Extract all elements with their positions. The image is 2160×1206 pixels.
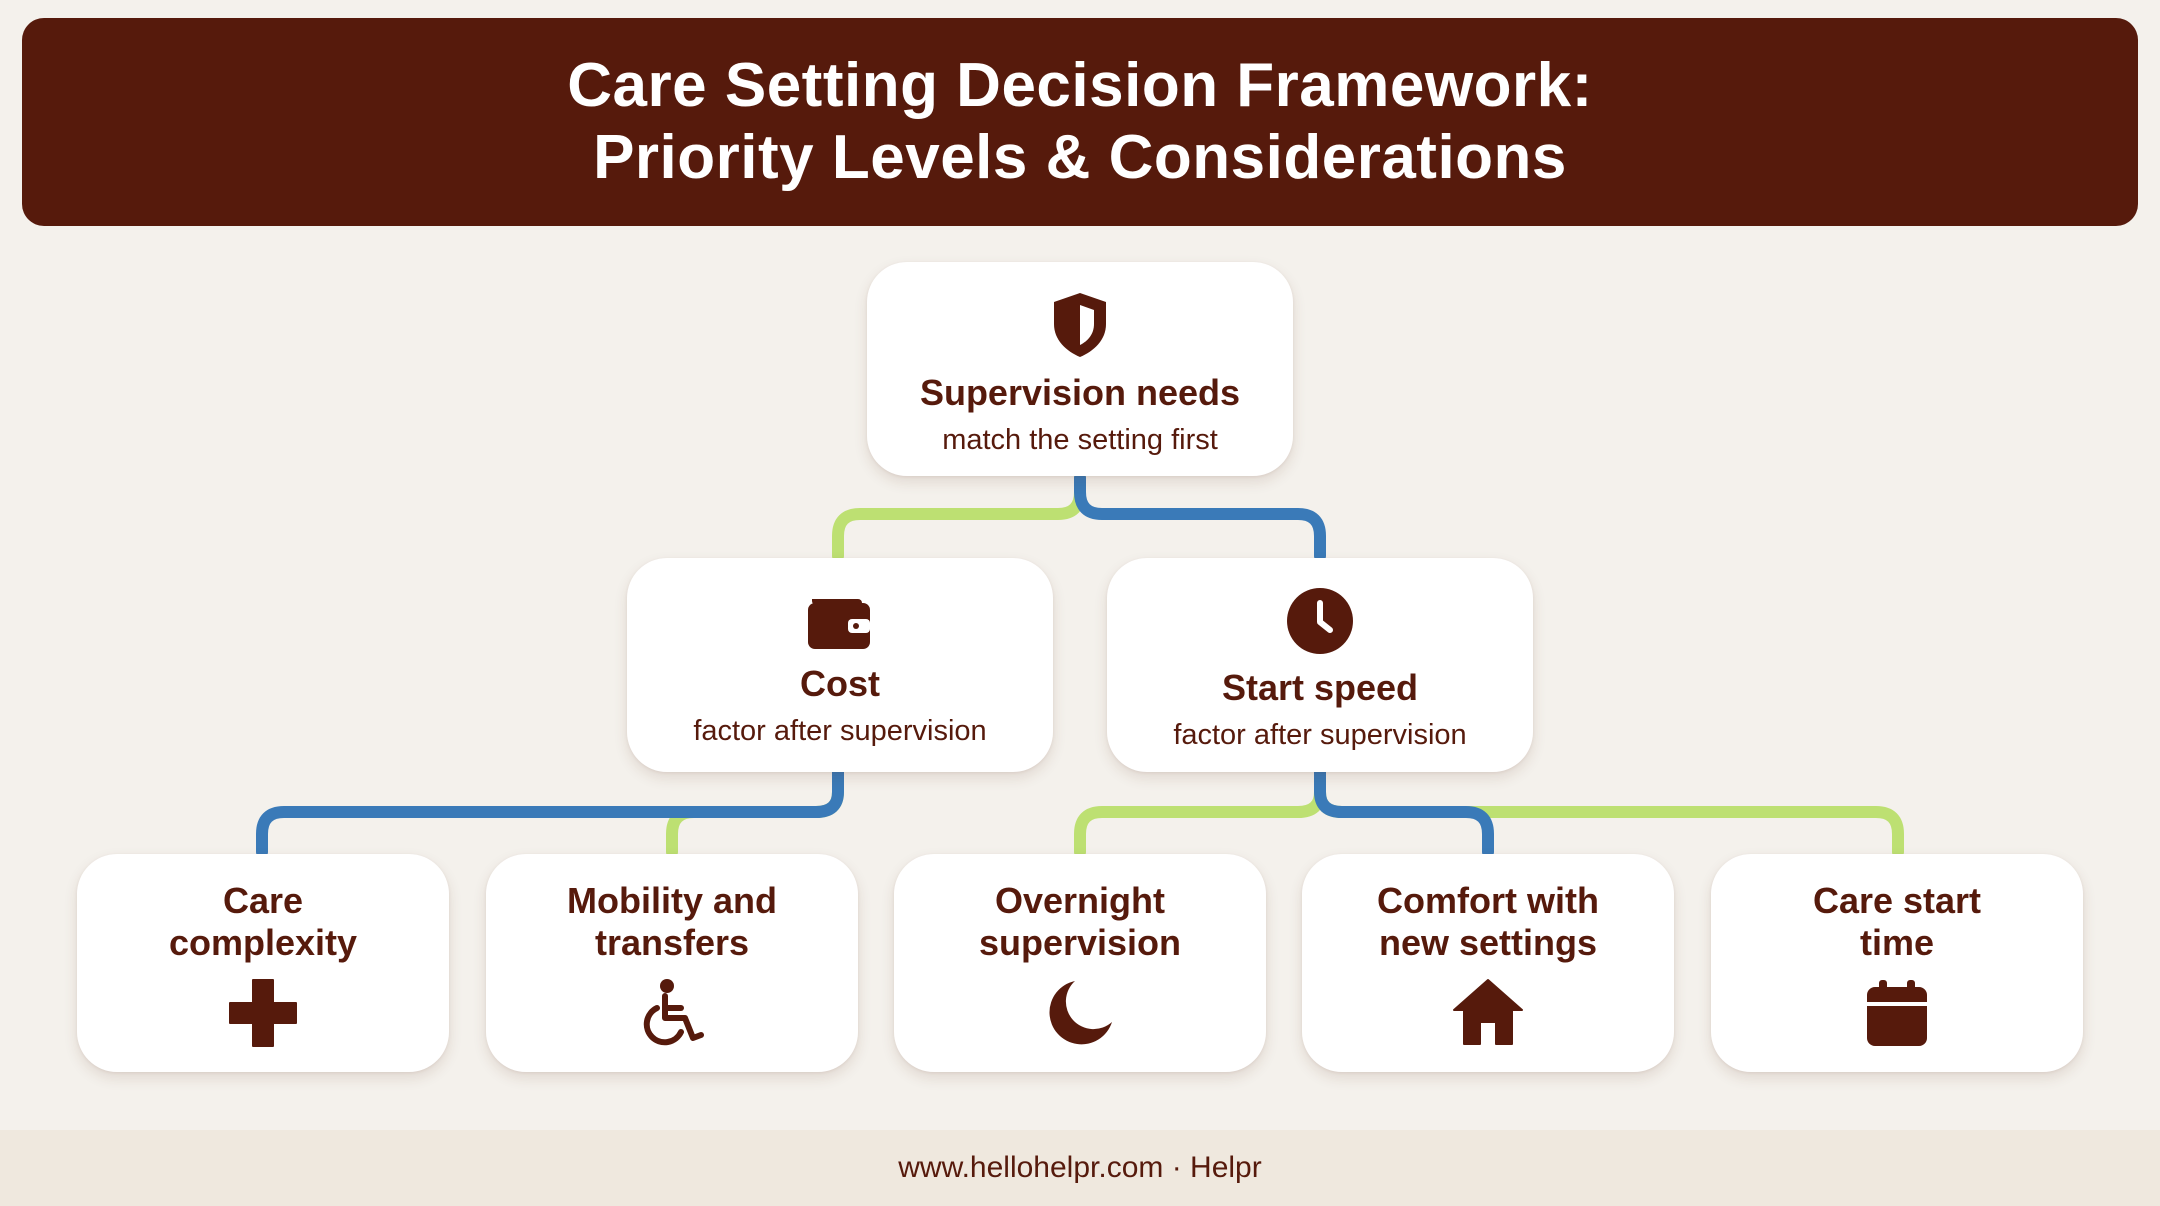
comfort-new-settings-card: Comfort with new settings — [1302, 854, 1674, 1072]
card-subtitle: factor after supervision — [693, 715, 987, 747]
card-title-line-1: Overnight — [994, 880, 1165, 921]
title-line-2: Priority Levels & Considerations — [593, 123, 1567, 192]
card-subtitle: match the setting first — [942, 424, 1218, 456]
connector-start-speed-to-comfort — [1314, 766, 1494, 858]
wheelchair-icon — [637, 978, 707, 1048]
card-title-line-2: transfers — [594, 922, 750, 963]
connector-start-speed-to-overnight — [1074, 766, 1326, 858]
cost-card: Cost factor after supervision — [627, 558, 1053, 772]
mobility-transfers-card: Mobility and transfers — [486, 854, 858, 1072]
card-title: Supervision needs — [919, 372, 1241, 413]
connector-root-to-start-speed — [1074, 472, 1326, 562]
card-subtitle: factor after supervision — [1173, 719, 1467, 751]
card-title-line-2: supervision — [978, 922, 1182, 963]
shield-icon — [1048, 290, 1112, 360]
card-title-line-1: Mobility and — [567, 880, 777, 921]
moon-icon — [1045, 978, 1115, 1048]
clock-icon — [1286, 587, 1354, 655]
home-icon — [1452, 978, 1524, 1046]
overnight-supervision-card: Overnight supervision — [894, 854, 1266, 1072]
card-title-line-1: Comfort with — [1377, 880, 1599, 921]
connector-root-to-cost — [832, 472, 1086, 562]
card-title-line-1: Care start — [1812, 880, 1982, 921]
connector-cost-to-care-complexity — [256, 766, 844, 858]
title-banner: Care Setting Decision Framework: Priorit… — [22, 18, 2138, 226]
card-title-line-2: new settings — [1378, 922, 1598, 963]
medical-cross-icon — [228, 978, 298, 1048]
care-start-time-card: Care start time — [1711, 854, 2083, 1072]
card-title-line-2: complexity — [168, 922, 358, 963]
title-line-1: Care Setting Decision Framework: — [567, 51, 1593, 120]
card-title: Cost — [800, 663, 880, 704]
card-title-line-2: time — [1859, 922, 1935, 963]
calendar-icon — [1865, 978, 1929, 1048]
supervision-needs-card: Supervision needs match the setting firs… — [867, 262, 1293, 476]
card-title: Start speed — [1221, 667, 1419, 708]
footer-text: www.hellohelpr.com · Helpr — [898, 1151, 1262, 1184]
card-title-line-1: Care — [222, 880, 304, 921]
care-complexity-card: Care complexity — [77, 854, 449, 1072]
footer: www.hellohelpr.com · Helpr — [0, 1130, 2160, 1206]
start-speed-card: Start speed factor after supervision — [1107, 558, 1533, 772]
wallet-icon — [806, 591, 874, 651]
